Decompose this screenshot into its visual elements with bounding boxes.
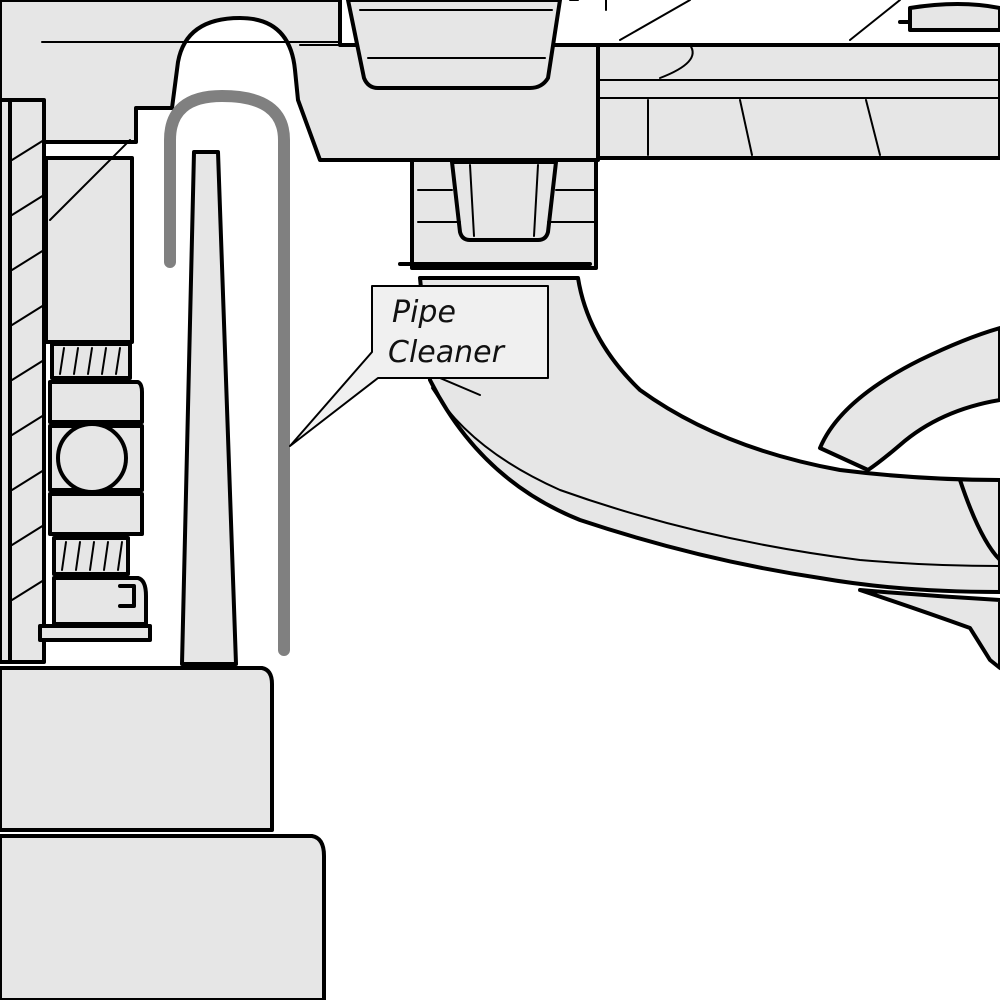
- right-housing: [569, 0, 1000, 160]
- tapered-post: [180, 150, 238, 666]
- curved-arm: [418, 276, 1000, 594]
- bearing-stack: [38, 342, 152, 642]
- left-assembly: [0, 98, 134, 664]
- fitting: [398, 158, 598, 270]
- callout-label-line2: Cleaner: [388, 335, 506, 370]
- callout: Pipe Cleaner: [289, 285, 549, 447]
- center-block: [346, 0, 562, 90]
- base-housing: [0, 666, 326, 1000]
- top-housing: [0, 0, 600, 162]
- callout-label-line1: Pipe: [392, 295, 456, 330]
- pipe-cleaner: [164, 89, 290, 656]
